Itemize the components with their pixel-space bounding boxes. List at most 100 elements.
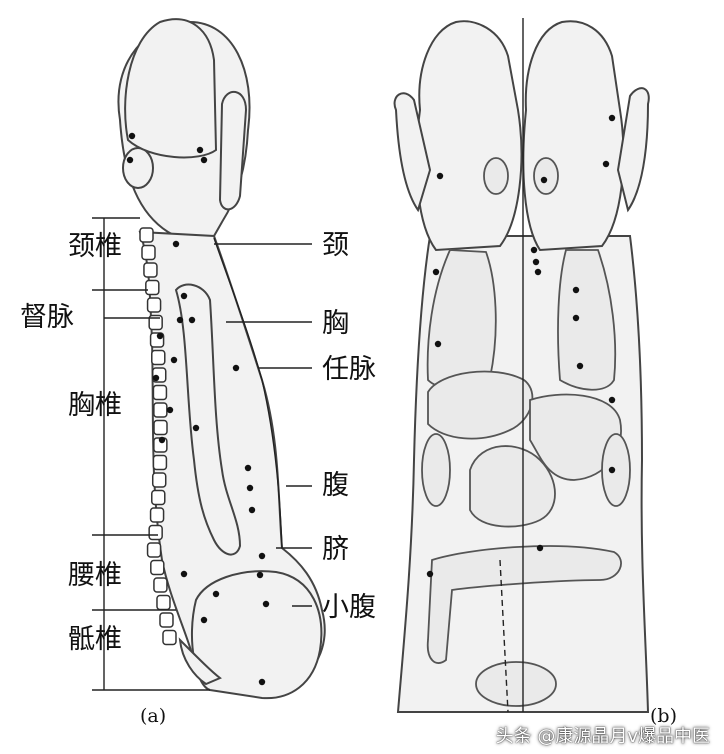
figure-b-dashed-line [499,559,509,713]
vertebra [141,244,156,261]
vertebra [153,577,168,593]
vertebra [139,227,154,243]
acupoint [244,464,252,472]
vertebra [152,384,168,401]
label-abdomen: 腹 [322,470,349,501]
vertebra [153,402,168,418]
vertebra [145,279,160,296]
vertebra [151,349,166,366]
vertebra [151,489,166,506]
acupoint [532,258,540,266]
vertebra [150,559,165,576]
acupoint [256,571,264,579]
figure-b: (b) [393,18,677,727]
vertebra [153,419,168,436]
acupoint [200,156,208,164]
label-sacral: 骶椎 [68,624,122,655]
caption-a: (a) [140,705,166,727]
figure-a-arm [174,283,242,556]
acupoint [126,156,134,164]
acupoint [572,286,580,294]
acupoint [434,340,442,348]
acupoint [166,406,174,414]
label-navel: 脐 [322,534,349,565]
acupoint [536,544,544,552]
figure-b-acupoints [426,114,616,578]
acupoint [176,316,184,324]
acupoint [608,114,616,122]
acupoint [432,268,440,276]
figure-b-left-kidney [421,433,451,507]
figure-b-right-lung [557,249,617,391]
acupoint [436,172,444,180]
acupoint [258,678,266,686]
figure-b-right-thumb [616,87,650,213]
acupoint [192,424,200,432]
acupoint [608,396,616,404]
vertebra [152,454,168,471]
figure-a-conception-line [213,237,283,549]
acupoint [576,362,584,370]
figure-a-acupoints [126,132,270,686]
acupoint [180,570,188,578]
acupoint [246,484,254,492]
figure-a-hands [124,18,218,159]
figure-a: 颈椎 督脉 胸椎 腰椎 骶椎 颈 胸 任脉 腹 脐 小腹 (a) [20,18,376,727]
acupoint [180,292,188,300]
label-cervical: 颈椎 [68,231,122,262]
figure-b-left-thumb [393,92,432,213]
vertebra [148,524,163,541]
figure-a-left-brackets [92,217,210,691]
figure-b-left-hand [415,20,523,252]
acupoint [258,552,266,560]
figure-b-right-hand [522,20,625,252]
vertebra [151,472,167,488]
figure-b-small-intestine [469,445,556,528]
acupoint [534,268,542,276]
acupoint [530,246,538,254]
figure-b-right-kidney [601,433,631,507]
vertebra [143,262,158,278]
label-governor-vessel: 督脉 [20,302,74,333]
acupoint [248,506,256,514]
acupoint [170,356,178,364]
acupoint [232,364,240,372]
figure-a-foot [178,637,222,686]
acupoint [426,570,434,578]
acupoint [196,146,204,154]
acupoint [540,176,548,184]
vertebra [159,612,174,628]
label-neck: 颈 [322,230,349,261]
vertebra [146,542,162,558]
vertebra [156,594,171,611]
vertebra [162,629,177,646]
acupoint [128,132,136,140]
figure-b-right-ear [533,157,559,195]
vertebra [149,507,165,523]
figure-b-bladder [475,661,557,707]
figure-a-thumb [218,91,248,211]
label-conception-vessel: 任脉 [322,354,376,385]
acupoint [262,600,270,608]
acupoint [156,332,164,340]
acupoint [200,616,208,624]
figure-a-right-pointers [214,243,312,607]
figure-a-spine [139,227,177,646]
label-chest: 胸 [322,308,349,339]
acupoint [572,314,580,322]
vertebra [148,314,163,331]
figure-b-left-ear [483,157,509,195]
acupoint [188,316,196,324]
watermark: 头条 @康源晶月v爆品中医 [495,726,710,747]
acupoint [152,374,160,382]
acupoint [212,590,220,598]
vertebra [146,297,162,313]
acupoint [158,436,166,444]
label-thoracic: 胸椎 [68,390,122,421]
figure-a-ear [122,147,154,189]
acupoint [602,160,610,168]
figure-b-colon [426,545,622,664]
label-lumbar: 腰椎 [68,560,122,591]
label-lower-abdomen: 小腹 [322,592,376,623]
